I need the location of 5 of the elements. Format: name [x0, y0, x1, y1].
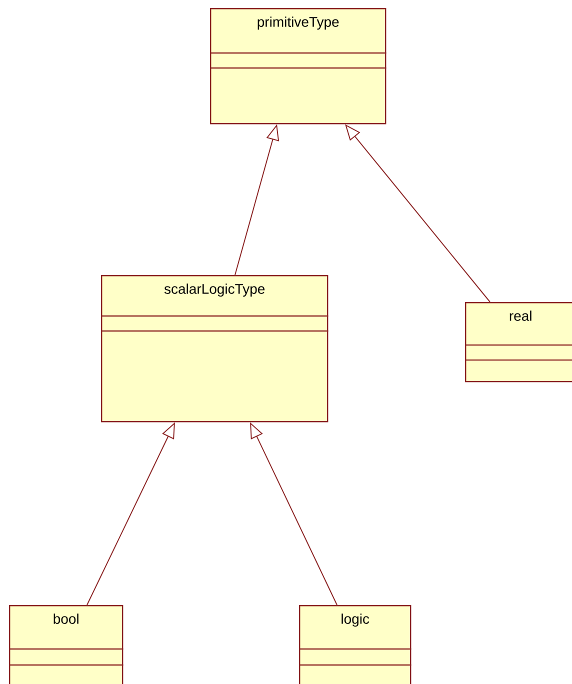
class-box: scalarLogicType	[101, 275, 328, 422]
class-box: primitiveType	[210, 8, 386, 124]
class-box: logic	[299, 605, 412, 684]
class-box: real	[465, 302, 572, 382]
class-box: bool	[9, 605, 124, 684]
